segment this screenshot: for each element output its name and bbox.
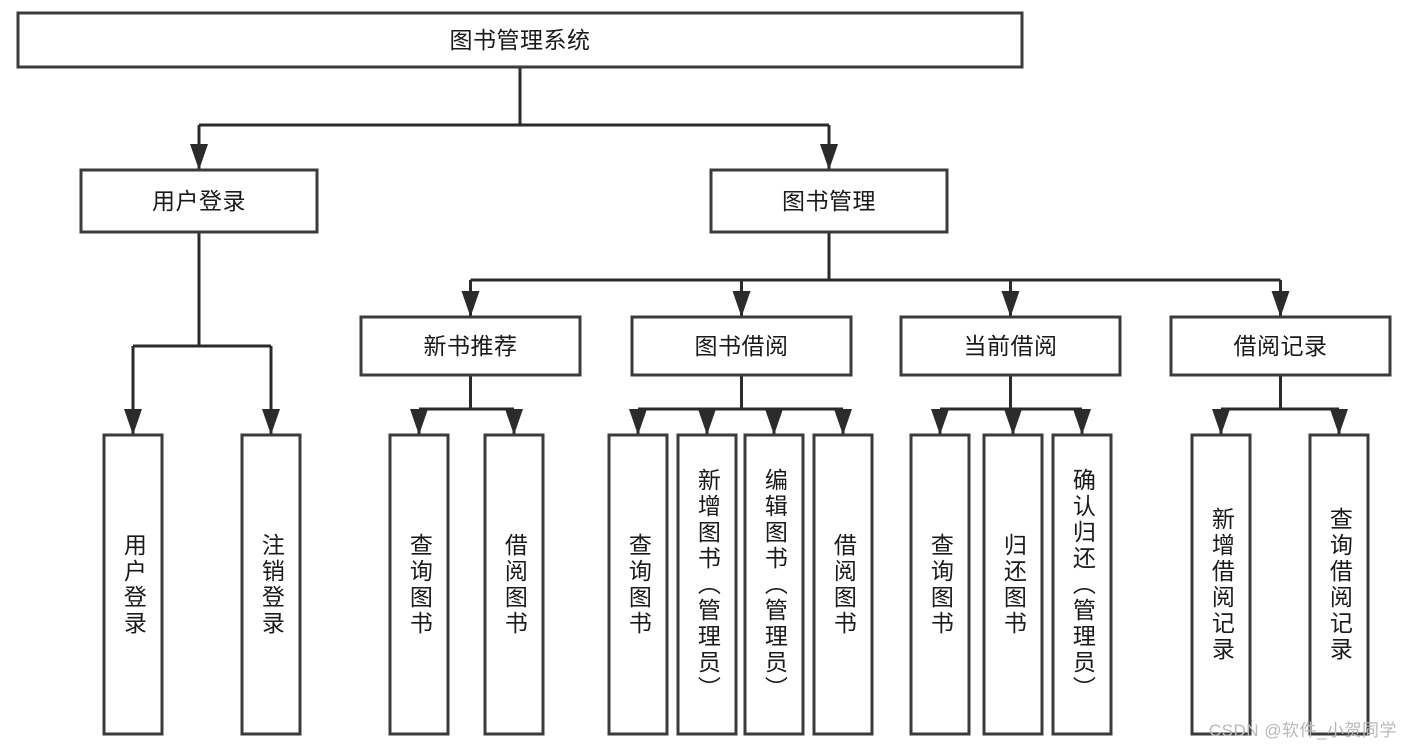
arrow-head-icon <box>505 409 523 435</box>
node-leaf[interactable] <box>607 433 669 736</box>
arrow-head-icon <box>629 409 647 435</box>
node-root[interactable] <box>16 11 1024 69</box>
node-leaf[interactable] <box>1051 433 1113 736</box>
node-leaf[interactable] <box>676 433 738 736</box>
arrow-head-icon <box>834 409 852 435</box>
node-level2[interactable] <box>79 168 319 234</box>
node-level3[interactable] <box>359 315 582 377</box>
arrow-head-icon <box>1271 291 1290 317</box>
arrow-head-icon <box>765 409 783 435</box>
node-leaf[interactable] <box>909 433 971 736</box>
node-leaf[interactable] <box>1190 433 1252 736</box>
node-level3[interactable] <box>899 315 1122 377</box>
node-level3[interactable] <box>630 315 853 377</box>
node-leaf[interactable] <box>812 433 874 736</box>
node-leaf[interactable] <box>388 433 450 736</box>
connector-layer <box>124 67 1348 435</box>
arrow-head-icon <box>461 291 480 317</box>
arrow-head-icon <box>1073 409 1091 435</box>
arrow-head-icon <box>1004 409 1022 435</box>
node-level2[interactable] <box>709 168 949 234</box>
arrow-head-icon <box>931 409 949 435</box>
node-box-layer <box>16 11 1392 736</box>
arrow-head-icon <box>190 144 208 170</box>
node-leaf[interactable] <box>240 433 302 736</box>
arrow-head-icon <box>732 291 751 317</box>
arrow-head-icon <box>1330 409 1348 435</box>
arrow-head-icon <box>1001 291 1020 317</box>
arrow-head-icon <box>820 144 838 170</box>
arrow-head-icon <box>262 409 280 435</box>
node-leaf[interactable] <box>1308 433 1370 736</box>
node-level3[interactable] <box>1169 315 1392 377</box>
node-leaf[interactable] <box>743 433 805 736</box>
node-leaf[interactable] <box>982 433 1044 736</box>
node-leaf[interactable] <box>483 433 545 736</box>
arrow-head-icon <box>1212 409 1230 435</box>
arrow-head-icon <box>124 409 142 435</box>
arrow-head-icon <box>410 409 428 435</box>
node-leaf[interactable] <box>102 433 164 736</box>
arrow-head-icon <box>698 409 716 435</box>
